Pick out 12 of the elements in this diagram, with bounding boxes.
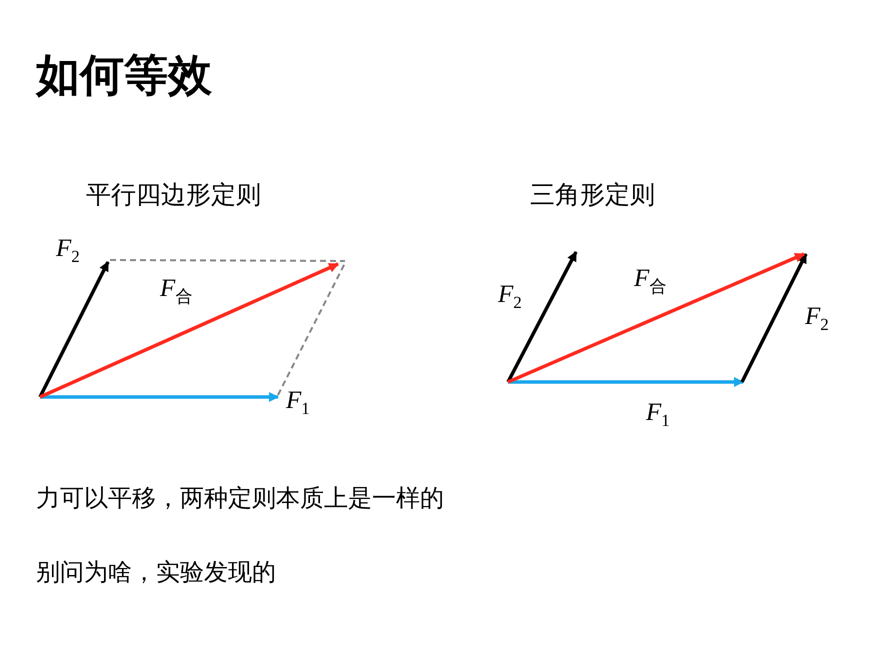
vector-label: F$_{合}$ [160, 274, 192, 308]
diagram-heading: 平行四边形定则 [86, 180, 261, 210]
note-text: 别问为啥，实验发现的 [36, 558, 276, 587]
vector-label: F$_{2}$ [56, 234, 80, 268]
diagram-heading: 三角形定则 [530, 180, 655, 210]
vector-label: F$_{合}$ [634, 264, 666, 298]
note-text: 力可以平移，两种定则本质上是一样的 [36, 484, 444, 513]
vector-label: F$_{1}$ [646, 398, 670, 432]
vector-label: F$_{1}$ [286, 386, 310, 420]
page-title: 如何等效 [36, 50, 212, 103]
vector-label: F$_{2}$ [498, 280, 522, 314]
vector-label: F$_{2}$ [805, 302, 829, 336]
